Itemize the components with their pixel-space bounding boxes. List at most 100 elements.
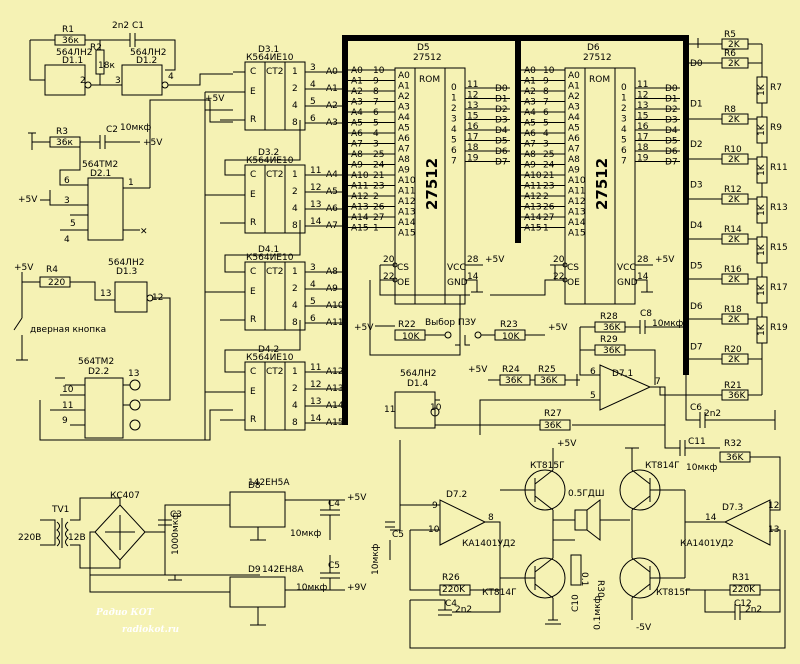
- r1-value: 36к: [62, 36, 79, 46]
- rom-oe-0: OE: [397, 278, 410, 288]
- counter-type-3: К564ИЕ10: [246, 353, 294, 363]
- rom-dpin-1-3: 15: [637, 112, 648, 122]
- rom-cs-1: CS: [567, 263, 579, 273]
- rom-d-0-3: D3: [495, 116, 508, 126]
- counter-e-0: E: [250, 87, 256, 97]
- c10-value: 0.1мкф: [593, 595, 603, 630]
- rom-bus-a-1-12: A12: [524, 192, 542, 202]
- r26-value: 220K: [442, 585, 466, 595]
- d22-sub: D2.2: [88, 367, 109, 377]
- t1-label: КТ815Г: [530, 461, 565, 471]
- rom-cs-0: CS: [397, 263, 409, 273]
- ladder-l-9: R21: [724, 381, 742, 391]
- rom-bus-a-0-2: A2: [351, 87, 363, 97]
- rom-oe-1: OE: [567, 278, 580, 288]
- rom-p28-1: 28: [637, 255, 649, 265]
- rom-pin-1-2: 8: [543, 87, 549, 97]
- rom-bus-a-1-15: A15: [524, 224, 542, 234]
- r27-value: 36K: [544, 421, 562, 431]
- svg-text:13: 13: [100, 289, 111, 299]
- ladder-d-3: D3: [690, 181, 703, 191]
- rom-pin-1-0: 10: [543, 66, 555, 76]
- rom-pin-1-12: 2: [543, 192, 549, 202]
- ladder-d-2: D2: [690, 140, 703, 150]
- rom-bus-a-0-3: A3: [351, 98, 363, 108]
- rom-vcc-0: VCC: [447, 263, 466, 273]
- d21-flipflop: 564ТМ2 D2.1 631 54 ✕ +5V: [18, 99, 233, 245]
- rom-p22-0: 22: [383, 272, 394, 282]
- reg1-d: D8: [248, 481, 261, 491]
- rom-pin-0-4: 6: [373, 108, 379, 118]
- rom-plus5v-1: +5V: [655, 255, 675, 265]
- rom-a-0-0: A0: [398, 71, 410, 81]
- rom-bus-a-1-6: A6: [524, 129, 536, 139]
- ladder-lv-3: 2K: [728, 155, 741, 165]
- watermark-url: radiokot.ru: [122, 625, 180, 635]
- counter-ct2-3: CT2: [266, 367, 284, 377]
- rom-a-0-8: A8: [398, 155, 410, 165]
- rom-a-1-2: A2: [568, 92, 580, 102]
- rom-select: +5V R22 10K Выбор ПЗУ R23 10K +5V: [354, 265, 568, 356]
- rom-bus-a-1-8: A8: [524, 150, 536, 160]
- ladder-rv-6: 1K: [757, 323, 767, 336]
- rom-bus-a-1-9: A9: [524, 161, 536, 171]
- rom-bus-a-1-0: A0: [524, 66, 536, 76]
- rom-dpin-0-0: 11: [467, 80, 478, 90]
- c2-label: C2: [106, 125, 118, 135]
- r3-label: R3: [56, 127, 68, 137]
- svg-text:6: 6: [64, 176, 70, 186]
- counter-ct2-2: CT2: [266, 267, 284, 277]
- rom-plus5v-0: +5V: [485, 255, 505, 265]
- rom-name-1: D6: [587, 43, 600, 53]
- door-button-label: дверная кнопка: [30, 325, 106, 335]
- rom-bit-0-6: 6: [451, 146, 457, 156]
- ladder-rv-3: 1K: [757, 203, 767, 216]
- r30-value: 0.1: [579, 572, 589, 586]
- r23-label: R23: [500, 320, 518, 330]
- rom-d-1-3: D3: [665, 116, 678, 126]
- ladder-l-2: R8: [724, 105, 736, 115]
- rom-a-1-6: A6: [568, 134, 580, 144]
- plus5v-3: +5V: [14, 263, 34, 273]
- plus5v-2: +5V: [18, 195, 38, 205]
- svg-text:9: 9: [432, 501, 438, 511]
- rom-d-0-4: D4: [495, 126, 508, 136]
- svg-text:11: 11: [384, 405, 395, 415]
- rom-d-1-1: D1: [665, 95, 678, 105]
- svg-text:13: 13: [128, 369, 139, 379]
- r22-value: 10K: [402, 332, 420, 342]
- rom-a-1-5: A5: [568, 124, 580, 134]
- counter-out-1-2: A6: [326, 204, 338, 214]
- r2r-ladder: R52KR62KR82KR102KR122KR142KR162KR182KR20…: [659, 30, 788, 401]
- rom-bus-a-0-12: A12: [351, 192, 369, 202]
- counter-c-0: C: [250, 67, 256, 77]
- out-minus5v: -5V: [636, 623, 652, 633]
- rom-d-0-1: D1: [495, 95, 508, 105]
- rom-pin-0-12: 2: [373, 192, 379, 202]
- counter-r-1: R: [250, 218, 256, 228]
- c10-label: C10: [571, 594, 581, 612]
- c8-value: 10мкф: [652, 319, 684, 329]
- rom-a-0-14: A14: [398, 218, 416, 228]
- counter-r-3: R: [250, 415, 256, 425]
- r4-value: 220: [48, 278, 65, 288]
- rom-p22-1: 22: [553, 272, 564, 282]
- rom-bit-1-5: 5: [621, 136, 627, 146]
- rom-pin-0-1: 9: [373, 77, 379, 87]
- c3-value: 1000мкф: [171, 512, 181, 555]
- rom-dpin-1-5: 17: [637, 133, 648, 143]
- r28-label: R28: [600, 312, 618, 322]
- rom-d-1-7: D7: [665, 158, 678, 168]
- watermark-main: Радио КОТ: [95, 608, 155, 618]
- counter-pin-3-1: 12: [310, 380, 321, 390]
- rom-bus-a-1-10: A10: [524, 171, 542, 181]
- r24-value: 36K: [505, 376, 523, 386]
- ladder-l-6: R16: [724, 265, 742, 275]
- svg-text:5: 5: [70, 219, 76, 229]
- rom-type-1: 27512: [583, 53, 612, 63]
- d11-label: 564ЛН2: [56, 48, 92, 58]
